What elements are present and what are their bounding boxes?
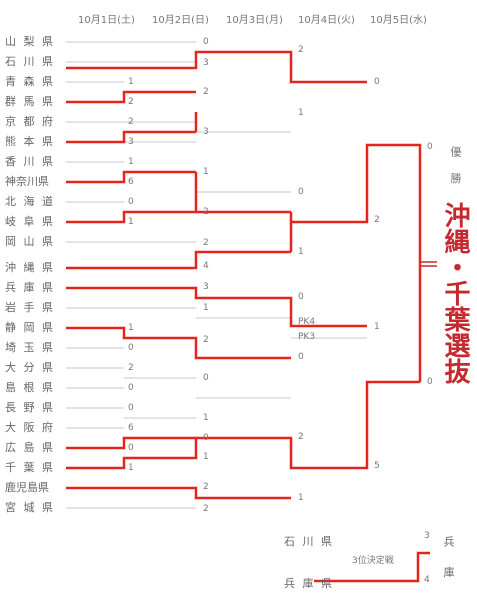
team-name: 島 根 県 bbox=[5, 381, 55, 394]
score: 2 bbox=[298, 432, 304, 442]
team-name: 大 阪 府 bbox=[5, 421, 55, 434]
score: 2 bbox=[203, 207, 209, 217]
score: 6 bbox=[128, 177, 134, 187]
score: 1 bbox=[298, 247, 304, 257]
date-day-3: 10月3日(月) bbox=[226, 15, 283, 26]
score: 2 bbox=[203, 87, 209, 97]
score: 0 bbox=[203, 433, 209, 443]
score: 1 bbox=[128, 323, 134, 333]
score: 3 bbox=[203, 127, 209, 137]
score: 1 bbox=[374, 322, 380, 332]
score: 2 bbox=[374, 215, 380, 225]
team-name: 石 川 県 bbox=[5, 55, 55, 68]
team-name: 北 海 道 bbox=[5, 195, 55, 208]
team-name: 長 野 県 bbox=[5, 401, 55, 414]
score: 0 bbox=[427, 142, 433, 152]
score: 2 bbox=[203, 335, 209, 345]
team-name: 山 梨 県 bbox=[5, 35, 55, 48]
date-day-5: 10月5日(水) bbox=[370, 15, 427, 26]
date-day-2: 10月2日(日) bbox=[152, 15, 209, 26]
score: 0 bbox=[128, 197, 134, 207]
score: 0 bbox=[128, 403, 134, 413]
score: 4 bbox=[203, 261, 209, 271]
third-place-team-top: 石 川 県 bbox=[284, 535, 334, 548]
score: 1 bbox=[128, 157, 134, 167]
score: 0 bbox=[427, 377, 433, 387]
score: 1 bbox=[203, 413, 209, 423]
team-name: 熊 本 県 bbox=[5, 135, 55, 148]
team-name: 鹿児島県 bbox=[5, 481, 49, 494]
team-name: 兵 庫 県 bbox=[5, 281, 55, 294]
score: 1 bbox=[128, 77, 134, 87]
third-place-score-top: 3 bbox=[424, 531, 430, 541]
champion-name: 沖縄・千葉選抜 bbox=[440, 202, 470, 384]
team-name: 千 葉 県 bbox=[5, 461, 55, 474]
team-name: 群 馬 県 bbox=[5, 95, 55, 108]
score: 5 bbox=[374, 461, 380, 471]
score: 0 bbox=[128, 383, 134, 393]
third-place-score-bottom: 4 bbox=[424, 575, 430, 585]
score: 0 bbox=[298, 292, 304, 302]
score: 1 bbox=[298, 493, 304, 503]
score: 3 bbox=[203, 282, 209, 292]
team-name: 京 都 府 bbox=[5, 115, 55, 128]
third-place-winner: 兵 庫 bbox=[442, 536, 455, 586]
team-name: 沖 縄 県 bbox=[5, 261, 55, 274]
date-day-1: 10月1日(土) bbox=[78, 15, 135, 26]
score: 2 bbox=[128, 363, 134, 373]
score: 0 bbox=[298, 187, 304, 197]
score: 2 bbox=[298, 45, 304, 55]
score: 1 bbox=[298, 108, 304, 118]
score: 0 bbox=[374, 77, 380, 87]
team-name: 大 分 県 bbox=[5, 361, 55, 374]
champion-connector bbox=[420, 261, 437, 267]
third-place-team-bottom: 兵 庫 県 bbox=[284, 577, 334, 590]
score: 3 bbox=[203, 58, 209, 68]
score: 0 bbox=[298, 352, 304, 362]
score: 0 bbox=[203, 373, 209, 383]
score: 2 bbox=[203, 238, 209, 248]
score: 1 bbox=[203, 167, 209, 177]
team-name: 静 岡 県 bbox=[5, 321, 55, 334]
score: 2 bbox=[128, 117, 134, 127]
champion-rank-label: 優 勝 bbox=[449, 146, 462, 190]
score: 2 bbox=[203, 482, 209, 492]
team-name: 広 島 県 bbox=[5, 441, 55, 454]
score: 3 bbox=[128, 137, 134, 147]
score: 6 bbox=[128, 423, 134, 433]
score: 2 bbox=[128, 97, 134, 107]
score: 1 bbox=[128, 217, 134, 227]
score: 1 bbox=[203, 452, 209, 462]
team-name: 岩 手 県 bbox=[5, 301, 55, 314]
team-name: 青 森 県 bbox=[5, 75, 55, 88]
team-name: 神奈川県 bbox=[5, 175, 49, 188]
score: 1 bbox=[128, 463, 134, 473]
pk-score: PK4 bbox=[298, 317, 316, 327]
score: 0 bbox=[203, 37, 209, 47]
team-name: 香 川 県 bbox=[5, 155, 55, 168]
pk-score: PK3 bbox=[298, 332, 316, 342]
team-name: 岡 山 県 bbox=[5, 235, 55, 248]
score: 0 bbox=[128, 443, 134, 453]
score: 2 bbox=[203, 504, 209, 514]
score: 0 bbox=[128, 343, 134, 353]
team-name: 宮 城 県 bbox=[5, 501, 55, 514]
team-name: 岐 阜 県 bbox=[5, 215, 55, 228]
winning-path-lines bbox=[66, 50, 430, 583]
score: 1 bbox=[203, 303, 209, 313]
date-day-4: 10月4日(火) bbox=[298, 15, 355, 26]
team-name: 埼 玉 県 bbox=[5, 341, 55, 354]
third-place-label: 3位決定戦 bbox=[352, 556, 394, 566]
